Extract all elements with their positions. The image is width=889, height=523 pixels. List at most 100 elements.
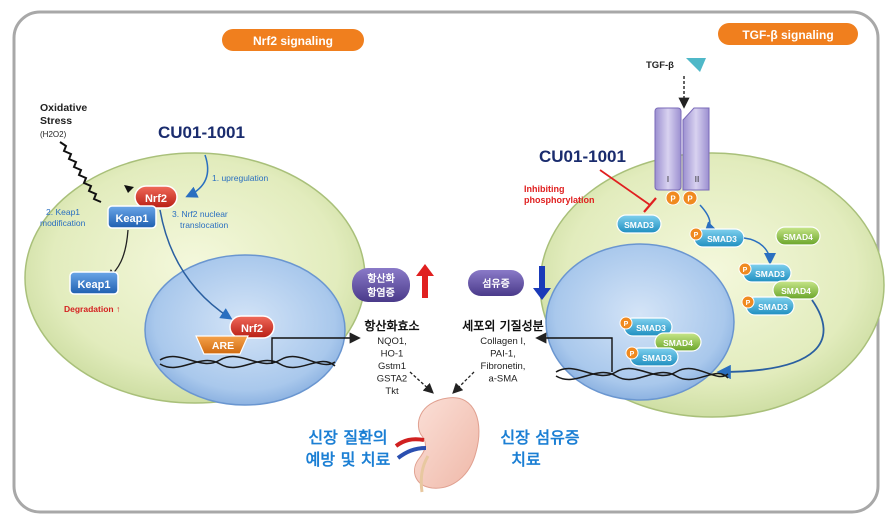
nuc-p-a [619,316,633,330]
nuc-p-a-label: P [624,321,629,328]
inhibition-bar [643,197,657,213]
step2-label-2: modification [40,218,86,228]
keap1-free-label: Keap1 [77,279,110,291]
nrf2-header-pill [222,29,364,51]
drug-label-right: CU01-1001 [539,147,626,166]
nuc-p-b-label: P [630,351,635,358]
are-element [195,335,249,355]
step3-label-1: 3. Nrf2 nuclear [172,209,228,219]
outcome-left-1: 신장 질환의 [308,428,387,447]
receptor-p-2 [682,190,698,206]
tgf-ligand-icon [686,58,706,72]
increase-arrow-icon [416,264,434,298]
ecm-gene-list: Collagen I, PAI-1,Fibronetin, a-SMA [480,336,525,385]
nrf2-header: Nrf2 signaling [253,34,333,48]
stress-label-2: Stress [40,115,72,127]
kidney-icon [394,397,480,493]
complex-smad3-a-label: SMAD3 [755,269,785,279]
outcome-left-2: 예방 및 치료 [306,450,391,469]
nrf2-label: Nrf2 [145,193,167,205]
decrease-arrow-icon [533,266,551,300]
step3-label-2: translocation [180,220,228,230]
complex-p-a [738,262,752,276]
degradation-label: Degradation ↑ [64,304,120,314]
dna-strand-right-a [555,367,729,378]
drug-label-left: CU01-1001 [158,123,245,142]
ligand-label: TGF-β [646,60,674,71]
smad3-inactive-label: SMAD3 [624,220,654,230]
smad3-inactive [616,214,662,234]
nuclear-entry-arrow [716,299,825,380]
complex-smad4 [772,280,820,300]
outcome-right-2: 치료 [511,450,541,469]
complex-smad4-label: SMAD4 [781,286,811,296]
keap1-label: Keap1 [115,213,148,225]
gene-item: PAI-1, [490,349,516,360]
tgf-header: TGF-β signaling [742,28,833,42]
ecm-title: 세포외 기질성분 [462,318,543,333]
inhibition-line [599,169,651,206]
gene-item: NQO1, [377,336,407,347]
nuc-smad3-b-label: SMAD3 [642,353,672,363]
tgf-header-pill [718,23,858,45]
gene-expression-arrow-left [271,332,361,364]
inhibit-label-2: phosphorylation [524,195,595,205]
keap1-free-box [69,271,119,295]
receptor-i-label: I [667,175,669,184]
complex-p-b [741,295,755,309]
nuc-smad3-a-label: SMAD3 [636,323,666,333]
badge-left-line2: 항염증 [367,286,395,299]
nrf2-nuclear-label: Nrf2 [241,323,263,335]
gene-item: HO-1 [381,349,404,360]
inhibit-label-1: Inhibiting [524,184,565,194]
dna-strand-left-a [159,355,336,366]
antioxidant-badge [352,268,410,302]
gene-item: Tkt [385,386,399,397]
psmad3-label: SMAD3 [707,234,737,244]
receptor-p-1 [665,190,681,206]
gene-item: Collagen I, [480,336,525,347]
psmad3-p-label: P [694,232,699,239]
badge-right: 섬유증 [482,277,510,290]
gene-item: Gstm1 [378,361,406,372]
upregulation-arrow [185,154,209,198]
complex-smad3-b-label: SMAD3 [758,302,788,312]
complex-p-a-label: P [743,267,748,274]
step1-label: 1. upregulation [212,173,269,183]
nuc-p-b [625,346,639,360]
outcome-right-1: 신장 섬유증 [500,428,579,447]
nuc-smad4 [654,332,702,352]
stress-label-1: Oxidative [40,102,87,114]
nuc-smad4-label: SMAD4 [663,338,693,348]
badge-left-line1: 항산화 [367,272,395,285]
dna-strand-left-b [159,359,336,369]
receptor-p-2-label: P [687,195,693,204]
gene-expression-arrow-right [535,332,613,372]
gene-item: a-SMA [488,374,518,385]
receptor-ii [682,107,710,191]
gene-item: GSTA2 [377,374,407,385]
smad4-free [775,226,821,246]
nrf2-nuclear-pill [229,315,275,339]
stress-label-3: (H2O2) [40,130,67,139]
keap1-box [107,205,157,229]
receptor-ii-label: II [695,175,699,184]
gene-item: Fibronetin, [481,361,526,372]
psmad3-p [689,227,703,241]
dna-strand-right-b [555,371,729,381]
smad4-free-label: SMAD4 [783,232,813,242]
receptor-i [654,107,682,191]
zigzag-arrow-icon [59,141,102,203]
translocation-arrow [159,209,233,320]
complex-formation-arrow [743,237,776,265]
receptor-p-1-label: P [670,195,676,204]
zigzag-head-icon [124,185,134,193]
step2-label-1: 2. Keap1 [46,207,80,217]
antioxidant-title: 항산화효소 [364,318,419,333]
fibrosis-badge [468,270,524,296]
complex-p-b-label: P [746,300,751,307]
are-label: ARE [212,340,234,352]
